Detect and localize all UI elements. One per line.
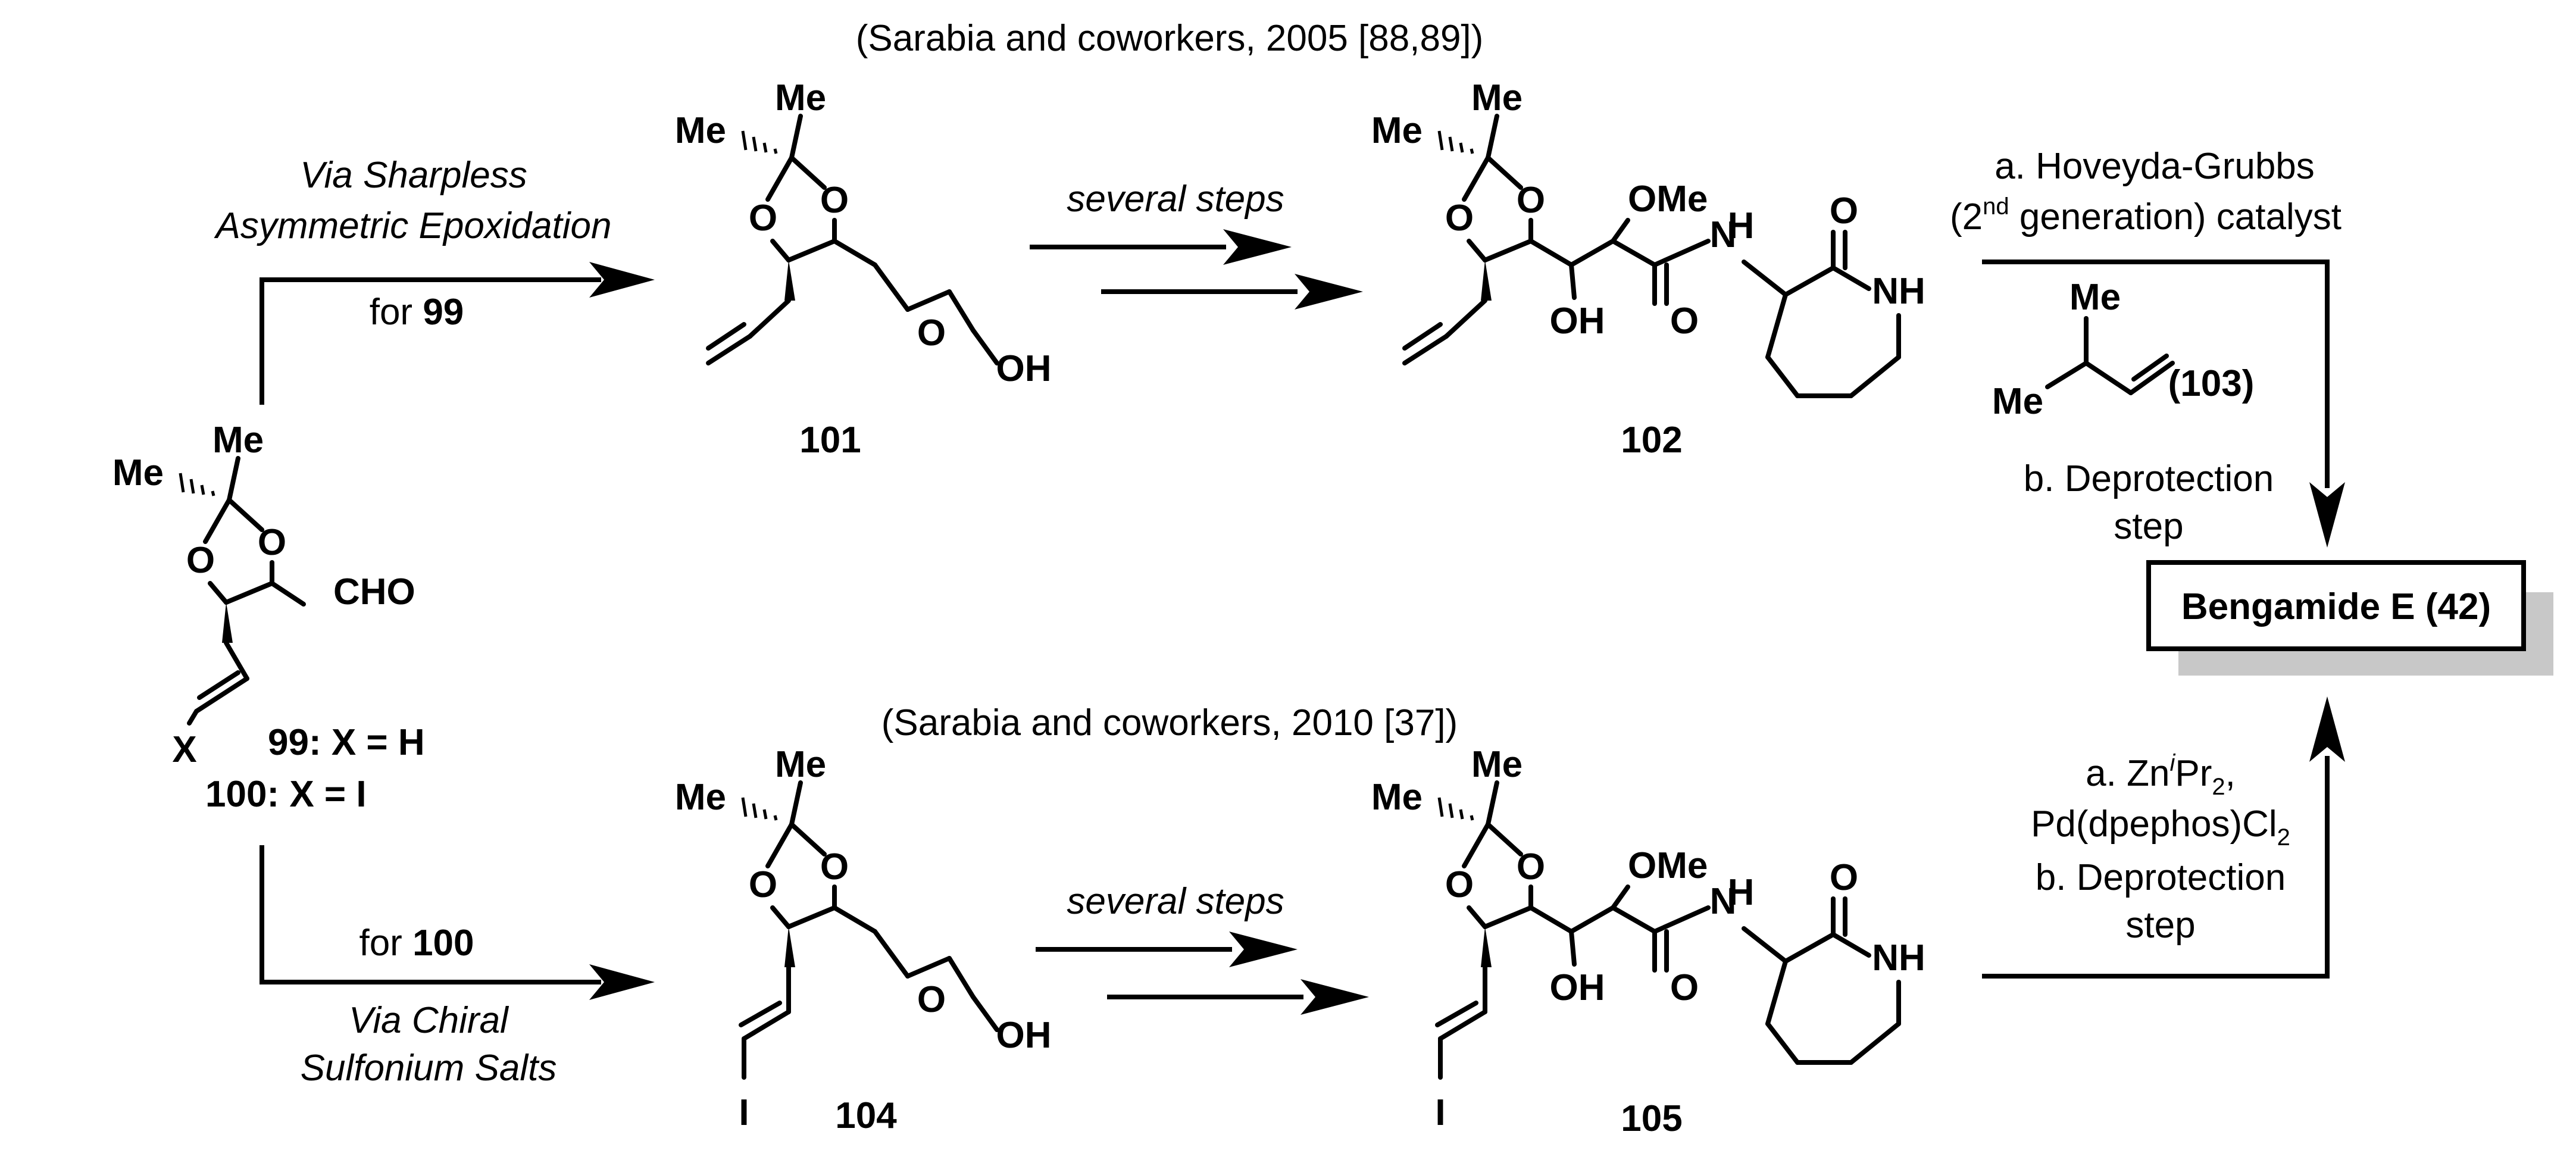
svg-text:O: O — [1670, 301, 1699, 342]
top-method-line2: Asymmetric Epoxidation — [213, 205, 611, 246]
label-104: 104 — [835, 1095, 897, 1136]
svg-text:N: N — [1710, 881, 1737, 922]
header-2010: (Sarabia and coworkers, 2010 [37]) — [881, 702, 1458, 743]
svg-text:O: O — [1830, 857, 1858, 898]
svg-text:Me: Me — [2069, 277, 2121, 318]
svg-text:H: H — [1728, 205, 1755, 246]
compound-104-structure: O OH I — [675, 744, 1052, 1133]
top-cond-a1: a. Hoveyda-Grubbs — [1994, 146, 2315, 187]
bottom-arrow-to-product — [1982, 696, 2345, 979]
svg-text:O: O — [1670, 967, 1699, 1008]
bottom-cond-a1: a. ZniPr2, — [2086, 750, 2236, 800]
svg-text:OH: OH — [996, 1015, 1052, 1056]
top-method-line1: Via Sharpless — [300, 155, 527, 196]
label-99: 99: X = H — [268, 722, 425, 763]
starting-aldehyde-structure: CHO X — [112, 420, 415, 770]
svg-text:O: O — [917, 312, 946, 354]
bottom-method-line1: Via Chiral — [349, 1000, 509, 1041]
top-cond-b1: b. Deprotection — [2024, 458, 2274, 499]
svg-text:OH: OH — [1550, 967, 1605, 1008]
bottom-several-steps-arrow — [1036, 932, 1369, 1015]
reagent-103-structure: Me Me — [1992, 277, 2175, 422]
svg-text:OH: OH — [996, 348, 1052, 389]
label-101: 101 — [799, 420, 861, 461]
label-105: 105 — [1621, 1098, 1682, 1139]
svg-text:N: N — [1710, 214, 1737, 255]
svg-text:OMe: OMe — [1628, 845, 1708, 886]
product-label: Bengamide E (42) — [2181, 586, 2491, 627]
compound-105-structure: OMe OH O N H O NH I — [1371, 744, 1925, 1133]
svg-text:Me: Me — [1992, 381, 2043, 422]
svg-text:I: I — [739, 1092, 749, 1133]
svg-text:I: I — [1435, 1092, 1445, 1133]
svg-text:X: X — [172, 729, 196, 770]
svg-text:O: O — [917, 979, 946, 1020]
top-arrow-to-product — [1982, 260, 2345, 548]
svg-text:NH: NH — [1872, 271, 1925, 312]
bottom-cond-b1: b. Deprotection — [2036, 857, 2286, 898]
label-102: 102 — [1621, 420, 1682, 461]
bottom-cond-a2: Pd(dpephos)Cl2 — [2031, 804, 2290, 851]
arrow-to-104 — [260, 845, 655, 1000]
label-103: (103) — [2168, 363, 2255, 404]
svg-text:O: O — [1830, 190, 1858, 232]
top-steps-label: several steps — [1067, 179, 1284, 220]
svg-text:H: H — [1728, 872, 1755, 913]
svg-text:OH: OH — [1550, 301, 1605, 342]
top-cond-a2: (2nd generation) catalyst — [1950, 193, 2341, 237]
for-99-label: for 99 — [370, 292, 464, 333]
svg-text:NH: NH — [1872, 937, 1925, 979]
for-100-label: for 100 — [359, 923, 474, 964]
header-2005: (Sarabia and coworkers, 2005 [88,89]) — [856, 18, 1484, 59]
top-several-steps-arrow — [1030, 229, 1363, 310]
compound-101-structure: O OH — [675, 77, 1052, 389]
product-box: Bengamide E (42) — [2146, 560, 2553, 676]
top-cond-b2: step — [2114, 506, 2183, 547]
svg-text:OMe: OMe — [1628, 179, 1708, 220]
bottom-method-line2: Sulfonium Salts — [301, 1048, 557, 1089]
bottom-cond-b2: step — [2125, 905, 2195, 946]
bottom-steps-label: several steps — [1067, 881, 1284, 922]
svg-text:CHO: CHO — [333, 571, 415, 612]
label-100: 100: X = I — [205, 774, 367, 815]
arrow-to-101 — [260, 262, 655, 405]
compound-102-structure: OMe OH O N H O NH — [1371, 77, 1925, 398]
